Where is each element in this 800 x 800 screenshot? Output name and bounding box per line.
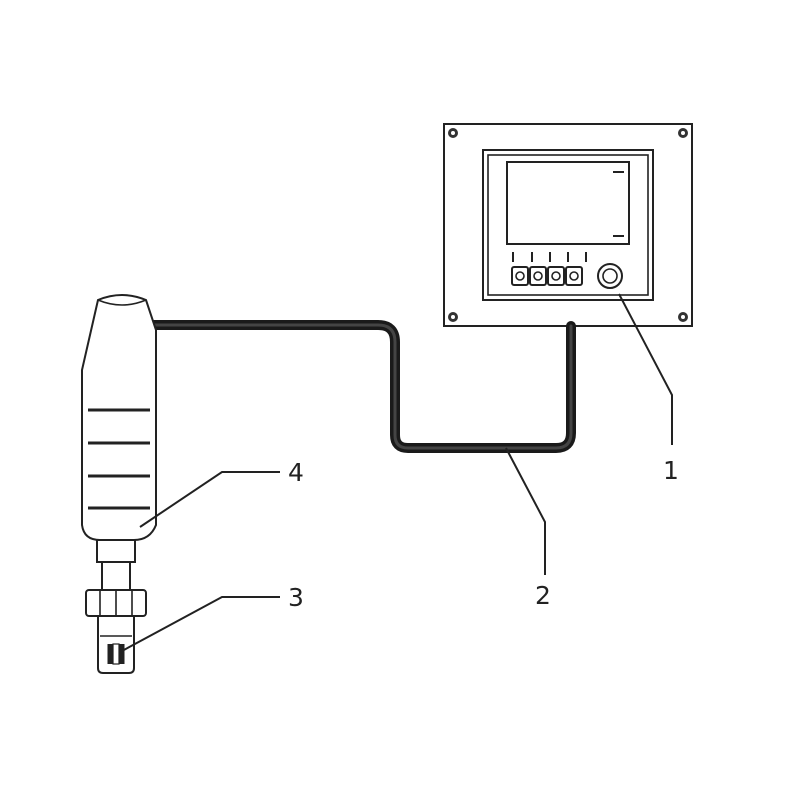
leader-line-1 xyxy=(618,293,673,445)
sensor-neck xyxy=(96,539,136,563)
grip-grooves xyxy=(88,408,150,510)
transmitter xyxy=(443,123,693,327)
callout-labels: 1 2 3 4 xyxy=(288,456,679,612)
softkey-buttons xyxy=(511,266,583,286)
callout-label-3: 3 xyxy=(288,583,304,612)
callout-label-1: 1 xyxy=(663,456,679,485)
softkey-button xyxy=(529,266,547,286)
front-panel-inner xyxy=(487,154,649,296)
softkey-button xyxy=(565,266,583,286)
leader-line-3 xyxy=(121,596,280,652)
sensor-shaft xyxy=(101,561,131,591)
sensor-assembly xyxy=(81,294,157,674)
housing-screws xyxy=(448,128,688,322)
cable-path xyxy=(143,320,576,453)
softkey-markers xyxy=(512,252,587,262)
softkey-button xyxy=(547,266,565,286)
leader-line-2 xyxy=(505,447,546,575)
callout-label-2: 2 xyxy=(535,581,551,610)
sensor-holder-body xyxy=(81,294,157,541)
leader-lines xyxy=(121,293,673,652)
navigator-knob-icon xyxy=(597,263,623,289)
display-screen xyxy=(506,161,630,245)
softkey-button xyxy=(511,266,529,286)
leader-line-4 xyxy=(139,471,280,528)
callout-label-4: 4 xyxy=(288,458,304,487)
cable xyxy=(143,320,576,453)
